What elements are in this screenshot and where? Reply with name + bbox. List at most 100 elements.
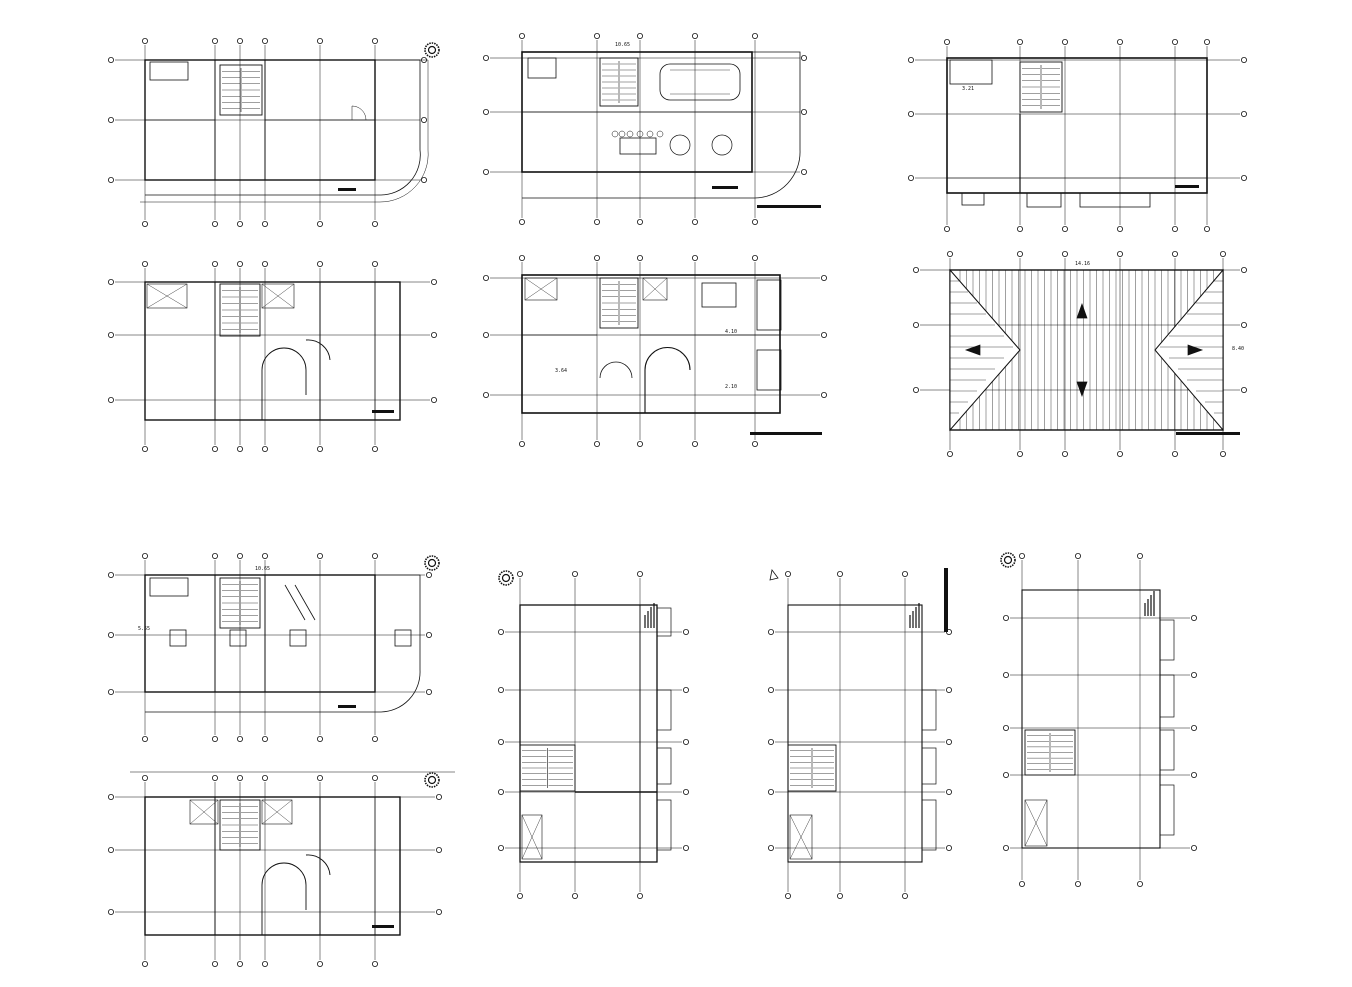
- grid-bubble: [211, 775, 218, 782]
- grid-bubble: [211, 38, 218, 45]
- vertical-title-bar: [944, 568, 948, 632]
- grid-bubble: [211, 220, 218, 227]
- grid-bubble: [1062, 250, 1069, 257]
- grid-bubble: [482, 109, 489, 116]
- grid-bubble: [261, 775, 268, 782]
- grid-bubble: [637, 440, 644, 447]
- grid-bubble: [211, 445, 218, 452]
- grid-bubble: [913, 266, 920, 273]
- grid-bubble: [1191, 615, 1198, 622]
- slope-arrow-icon: [1187, 344, 1204, 356]
- grid-bubble: [316, 961, 323, 968]
- side-strip: [374, 796, 401, 936]
- outer-wall: [521, 274, 781, 414]
- grid-bubble: [108, 278, 115, 285]
- curved-wall: [599, 361, 633, 379]
- grid-bubble: [1117, 225, 1124, 232]
- shaft-box: [949, 59, 993, 85]
- grid-bubble: [425, 689, 432, 696]
- curved-wall: [305, 339, 331, 361]
- shaft-outline: [642, 277, 668, 301]
- side-box: [656, 799, 672, 851]
- grid-bubble: [141, 961, 148, 968]
- grid-bubble: [692, 218, 699, 225]
- grid-bubble: [785, 893, 792, 900]
- grid-bubble: [108, 396, 115, 403]
- grid-bubble: [1220, 450, 1227, 457]
- stair-outline: [1019, 61, 1063, 113]
- grid-bubble: [785, 571, 792, 578]
- side-strip: [374, 281, 401, 421]
- grid-bubble: [1241, 386, 1248, 393]
- stair-outline: [219, 64, 263, 116]
- grid-bubble: [821, 331, 828, 338]
- grid-bubble: [572, 893, 579, 900]
- furniture-box: [701, 282, 737, 308]
- side-box: [656, 689, 672, 731]
- slope-arrow-icon: [1076, 381, 1088, 398]
- second-dim-1: 3.64: [555, 368, 567, 374]
- grid-bubble: [371, 961, 378, 968]
- stair-outline: [219, 577, 261, 629]
- grid-bubble: [1220, 250, 1227, 257]
- grid-bubble: [801, 168, 808, 175]
- grid-bubble: [1241, 111, 1248, 118]
- grid-bubble: [1117, 450, 1124, 457]
- grid-bubble: [430, 331, 437, 338]
- ground-width-dimension: 10.65: [255, 566, 270, 572]
- stair-outline: [219, 799, 261, 851]
- title-block-bar: [1175, 185, 1199, 188]
- grid-bubble: [236, 445, 243, 452]
- grid-bubble: [1191, 845, 1198, 852]
- grid-bubble: [1062, 225, 1069, 232]
- grid-bubble: [497, 629, 504, 636]
- round-table: [669, 134, 691, 156]
- shaft-hatch: [642, 277, 668, 301]
- side-box: [656, 607, 672, 637]
- side-box: [921, 747, 937, 785]
- grid-bubble: [837, 571, 844, 578]
- shaft-hatch: [146, 283, 188, 309]
- shaft-outline: [261, 283, 295, 309]
- grid-bubble: [1241, 57, 1248, 64]
- grid-bubble: [908, 174, 915, 181]
- side-box: [921, 689, 937, 731]
- grid-bubble: [482, 168, 489, 175]
- grid-bubble: [108, 572, 115, 579]
- chair: [611, 130, 619, 138]
- grid-bubble: [108, 632, 115, 639]
- grid-bubble: [1172, 39, 1179, 46]
- grid-bubble: [141, 38, 148, 45]
- grid-bubble: [902, 571, 909, 578]
- outer-wall: [144, 574, 376, 693]
- grid-bubble: [517, 571, 524, 578]
- top-width-dimension: 10.65: [615, 42, 630, 48]
- grid-bubble: [371, 736, 378, 743]
- grid-bubble: [236, 220, 243, 227]
- title-block-bar: [338, 188, 356, 191]
- grid-bubble: [946, 845, 953, 852]
- grid-bubble: [821, 391, 828, 398]
- grid-bubble: [1204, 39, 1211, 46]
- grid-bubble: [683, 629, 690, 636]
- column-box: [169, 629, 187, 647]
- grid-bubble: [425, 572, 432, 579]
- column-box: [289, 629, 307, 647]
- shaft-outline: [146, 283, 188, 309]
- ramp-line: [284, 584, 306, 621]
- roof-side-dimension: 8.40: [1232, 346, 1244, 352]
- north-arrow-core: [427, 45, 437, 55]
- grid-bubble: [572, 571, 579, 578]
- grid-bubble: [211, 736, 218, 743]
- north-arrow-core: [427, 558, 437, 568]
- grid-bubble: [594, 254, 601, 261]
- grid-bubble: [316, 775, 323, 782]
- chair: [626, 130, 634, 138]
- grid-bubble: [371, 553, 378, 560]
- grid-bubble: [108, 176, 115, 183]
- grid-bubble: [1191, 725, 1198, 732]
- title-block-bar: [712, 186, 738, 189]
- grid-bubble: [1241, 266, 1248, 273]
- grid-bubble: [316, 220, 323, 227]
- curved-wall: [261, 347, 307, 420]
